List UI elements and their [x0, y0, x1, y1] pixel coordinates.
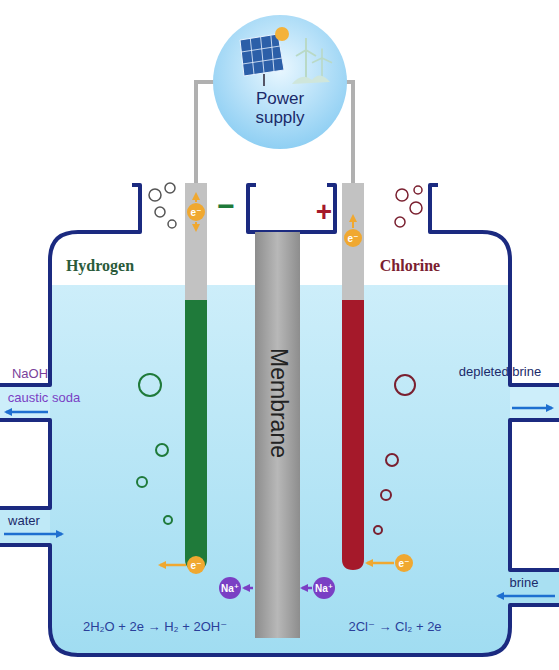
electron-arrow	[160, 564, 186, 567]
polarity-sign: −	[217, 189, 235, 222]
membrane-label: Membrane	[264, 348, 291, 458]
electron-label: e⁻	[399, 558, 410, 569]
ion-arrow	[244, 587, 253, 590]
sodium-ion	[219, 577, 241, 599]
power-supply-label: Power supply	[240, 89, 320, 128]
electron-label: e⁻	[191, 207, 202, 218]
tank-outline	[0, 185, 559, 655]
anode	[342, 300, 364, 570]
polarity-sign: +	[316, 197, 332, 228]
flow-arrow	[4, 533, 62, 536]
ion-label: Na⁺	[221, 583, 239, 594]
membrane-band: Membrane	[255, 232, 300, 638]
ion-arrow	[302, 587, 312, 590]
gas-label: Chlorine	[380, 257, 440, 275]
stream-label: brine	[510, 576, 539, 590]
flow-arrow	[512, 407, 552, 410]
pipe	[506, 385, 559, 420]
stream-label: water	[8, 514, 40, 528]
pipe	[0, 508, 54, 545]
flow-arrow	[498, 595, 555, 598]
gas-bubbles	[395, 186, 422, 227]
reaction-equation: 2Cl⁻ → Cl₂ + 2e	[348, 620, 441, 634]
electron	[187, 203, 205, 221]
chlorine-bubbles	[374, 375, 415, 534]
electron-arrow	[367, 562, 394, 565]
electron-arrow	[195, 194, 197, 202]
stream-label: caustic soda	[8, 391, 80, 405]
electron	[187, 556, 205, 574]
gas-bubbles	[149, 183, 176, 228]
cathode-rod	[185, 183, 207, 308]
stream-label: depleted brine	[459, 365, 541, 379]
electron	[344, 229, 362, 247]
electron-label: e⁻	[191, 560, 202, 571]
gas-label: Hydrogen	[66, 257, 134, 275]
pipe	[506, 570, 559, 605]
power-supply-circle: Power supply	[212, 14, 348, 150]
cathode	[185, 300, 207, 570]
anode-rod	[342, 183, 364, 308]
reaction-equation: 2H₂O + 2e → H₂ + 2OH⁻	[83, 620, 227, 634]
stream-label: NaOH	[12, 367, 48, 381]
power-supply-icon	[212, 14, 348, 150]
electron-label: e⁻	[348, 233, 359, 244]
electron-arrow	[195, 222, 197, 230]
sodium-ion	[313, 577, 335, 599]
hydrogen-bubbles	[137, 374, 172, 524]
wire	[346, 82, 353, 185]
ion-label: Na⁺	[315, 583, 333, 594]
flow-arrow	[6, 411, 48, 414]
wire	[196, 82, 214, 185]
electron-arrow	[352, 216, 354, 228]
electron	[395, 554, 413, 572]
